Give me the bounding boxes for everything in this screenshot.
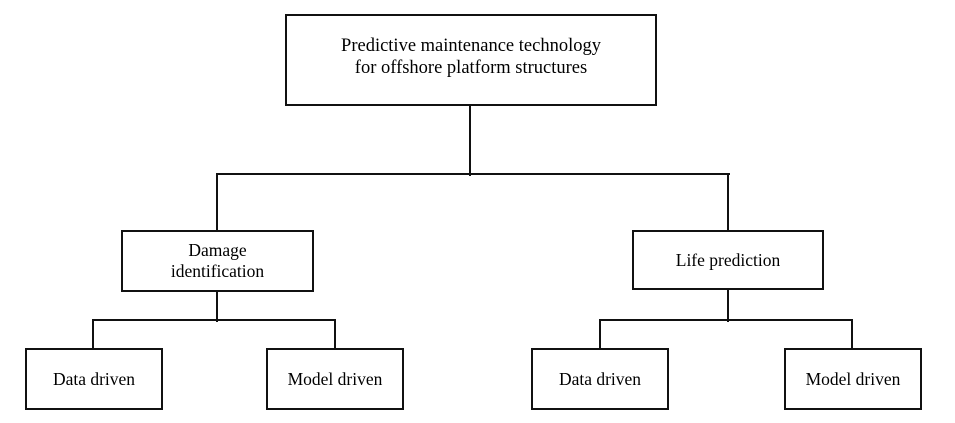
- node-root: Predictive maintenance technology for of…: [285, 14, 657, 106]
- connector-life-bus: [599, 319, 853, 321]
- connector-root-stem: [469, 104, 471, 176]
- connector-to-damage: [216, 173, 218, 232]
- connector-life-stem: [727, 288, 729, 322]
- node-damage-model-driven-label: Model driven: [287, 368, 383, 389]
- node-life-prediction-label: Life prediction: [675, 249, 781, 270]
- node-life-model-driven: Model driven: [784, 348, 922, 410]
- connector-damage-bus: [92, 319, 336, 321]
- node-life-data-driven: Data driven: [531, 348, 669, 410]
- connector-to-life-model: [851, 319, 853, 350]
- node-damage-identification: Damage identification: [121, 230, 314, 292]
- connector-level1-bus: [216, 173, 730, 175]
- node-life-data-driven-label: Data driven: [558, 368, 642, 389]
- connector-to-damage-model: [334, 319, 336, 350]
- connector-damage-stem: [216, 290, 218, 322]
- node-damage-data-driven: Data driven: [25, 348, 163, 410]
- node-damage-model-driven: Model driven: [266, 348, 404, 410]
- connector-to-life: [727, 173, 729, 232]
- node-life-prediction: Life prediction: [632, 230, 824, 290]
- node-root-label: Predictive maintenance technology for of…: [341, 36, 601, 78]
- node-damage-identification-label: Damage identification: [170, 240, 265, 281]
- node-damage-data-driven-label: Data driven: [52, 368, 136, 389]
- connector-to-damage-data: [92, 319, 94, 350]
- node-life-model-driven-label: Model driven: [805, 368, 901, 389]
- connector-to-life-data: [599, 319, 601, 350]
